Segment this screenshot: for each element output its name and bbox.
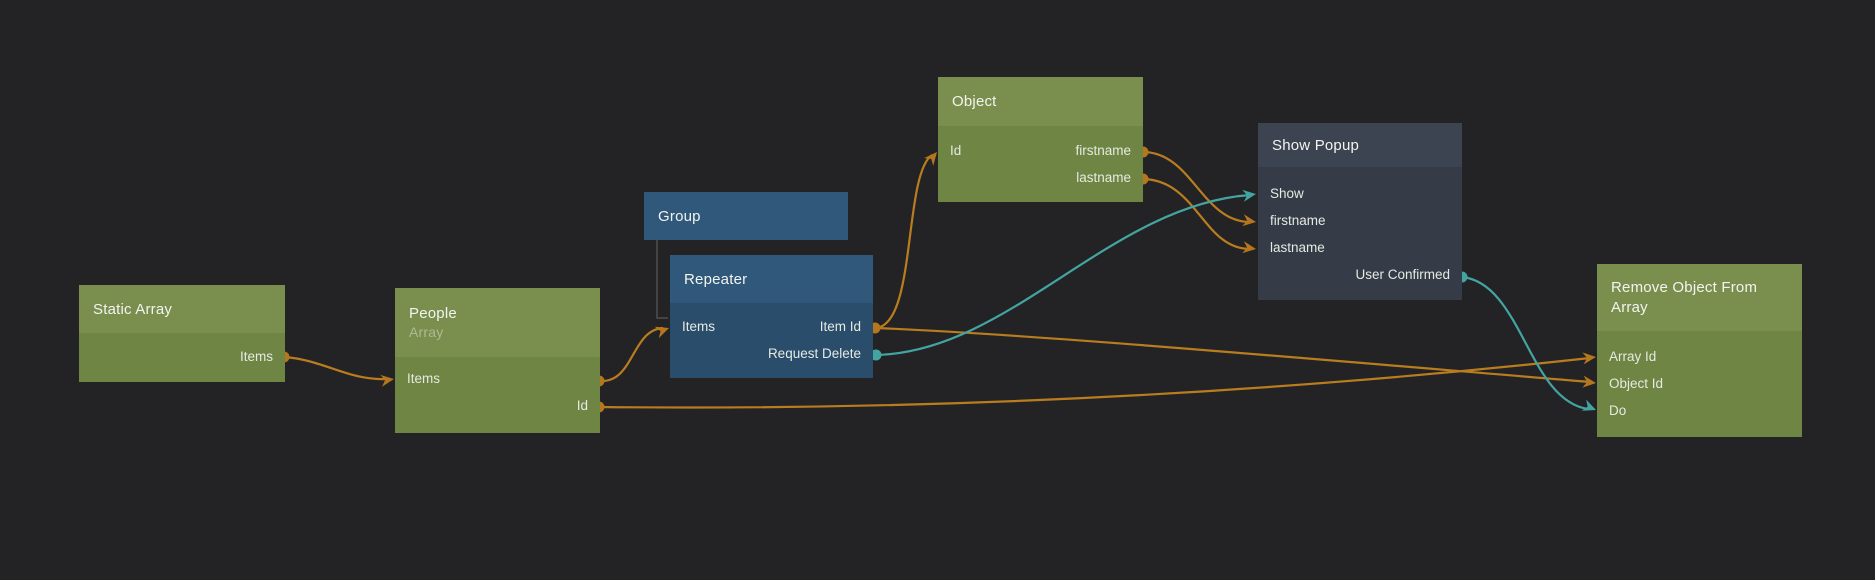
node-show-popup[interactable]: Show Popup Show firstname lastname User … (1258, 123, 1462, 300)
node-title: Show Popup (1272, 136, 1360, 154)
node-subtitle: Array (409, 324, 444, 340)
wire-people-items-to-repeater-items[interactable] (598, 326, 664, 383)
wire-repeater-itemid-to-remove-objectid[interactable] (874, 326, 1591, 384)
port-popup-lastname-in[interactable]: lastname (1270, 240, 1325, 255)
node-group-header[interactable]: Group (644, 192, 848, 240)
node-static-array-header[interactable]: Static Array (79, 285, 285, 333)
node-title: Static Array (93, 300, 173, 318)
arrow-remove-objectid-in (1582, 375, 1596, 388)
node-remove-header[interactable]: Remove Object From Array (1597, 264, 1802, 331)
port-object-lastname-out[interactable]: lastname (1076, 170, 1131, 185)
port-object-id-in[interactable]: Id (950, 143, 962, 158)
node-static-array[interactable]: Static Array Items (79, 285, 285, 382)
node-title: Repeater (684, 270, 748, 288)
port-people-items[interactable]: Items (407, 371, 441, 386)
node-title: Remove Object From Array (1611, 279, 1758, 316)
node-title: Group (658, 207, 701, 225)
port-remove-do-in[interactable]: Do (1609, 403, 1627, 418)
arrow-popup-firstname-in (1242, 214, 1256, 227)
wire-repeater-requestdelete-to-popup-show[interactable] (875, 193, 1251, 357)
arrow-popup-lastname-in (1242, 241, 1256, 254)
node-object[interactable]: Object Id firstname lastname (938, 77, 1143, 202)
arrow-object-id-in (924, 152, 937, 166)
node-people-header[interactable]: People Array (395, 288, 600, 357)
port-dot-repeater-requestdelete[interactable] (870, 349, 882, 361)
arrow-remove-do-in (1581, 399, 1596, 411)
node-title: People (409, 305, 457, 322)
node-show-popup-body: Show firstname lastname User Confirmed (1258, 167, 1462, 300)
port-popup-show-in[interactable]: Show (1270, 186, 1304, 201)
node-show-popup-header[interactable]: Show Popup (1258, 123, 1462, 167)
port-object-firstname-out[interactable]: firstname (1075, 143, 1131, 158)
port-people-id-out[interactable]: Id (576, 398, 588, 413)
child-link-group-repeater (656, 240, 668, 319)
wire-people-id-to-remove-arrayid[interactable] (598, 356, 1591, 409)
node-static-array-body: Items (79, 333, 285, 382)
wire-staticarray-items-to-people-items[interactable] (283, 355, 389, 381)
port-repeater-requestdelete-out[interactable]: Request Delete (767, 346, 861, 361)
port-staticarray-items-out[interactable]: Items (239, 349, 273, 364)
node-object-body: Id firstname lastname (938, 126, 1143, 202)
node-people[interactable]: People Array Items Id (395, 288, 600, 433)
port-remove-objectid-in[interactable]: Object Id (1609, 376, 1664, 391)
port-repeater-items-in[interactable]: Items (682, 319, 716, 334)
port-popup-userconfirmed-out[interactable]: User Confirmed (1355, 267, 1450, 282)
port-repeater-itemid-out[interactable]: Item Id (819, 319, 861, 334)
node-title: Object (952, 93, 997, 110)
node-remove-body: Array Id Object Id Do (1597, 331, 1802, 437)
arrow-popup-show-in (1242, 189, 1256, 202)
node-object-header[interactable]: Object (938, 77, 1143, 126)
node-people-body: Items Id (395, 357, 600, 433)
node-repeater[interactable]: Repeater Items Item Id Request Delete (670, 255, 873, 378)
port-remove-arrayid-in[interactable]: Array Id (1609, 349, 1657, 364)
arrow-people-items-in (380, 374, 394, 387)
node-remove-object-from-array[interactable]: Remove Object From Array Array Id Object… (1597, 264, 1802, 437)
node-repeater-body: Items Item Id Request Delete (670, 303, 873, 378)
wire-object-lastname-to-popup-lastname[interactable] (1142, 177, 1251, 251)
wire-repeater-itemid-to-object-id[interactable] (874, 154, 933, 330)
node-repeater-header[interactable]: Repeater (670, 255, 873, 303)
node-group[interactable]: Group (644, 192, 848, 240)
port-popup-firstname-in[interactable]: firstname (1270, 213, 1326, 228)
arrow-remove-arrayid-in (1582, 352, 1596, 365)
arrow-repeater-items-in (654, 326, 669, 339)
wire-popup-userconfirmed-to-remove-do[interactable] (1461, 275, 1589, 411)
wire-object-firstname-to-popup-firstname[interactable] (1142, 150, 1251, 224)
